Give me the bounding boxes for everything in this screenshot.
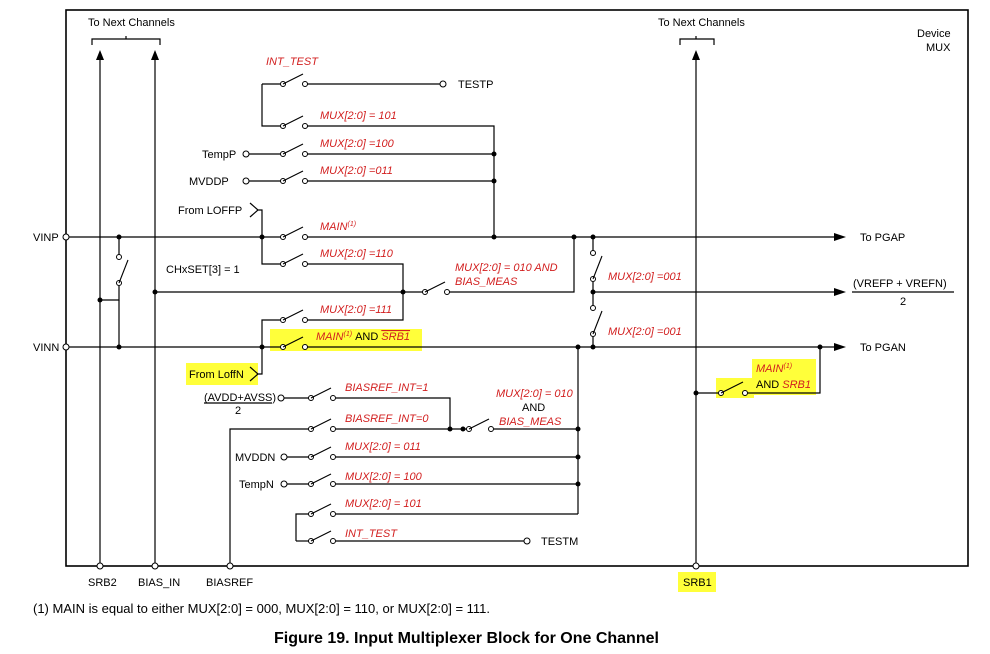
label-mux: MUX [926, 42, 951, 54]
label-testp: TESTP [458, 79, 493, 91]
label-bias-meas: BIAS_MEAS [455, 276, 518, 288]
label-mux010-n: MUX[2:0] = 010 [496, 388, 574, 400]
device-boundary [65, 9, 969, 567]
label-tempn: TempN [239, 479, 274, 491]
label-bias-meas-n: BIAS_MEAS [499, 416, 562, 428]
highlight-srb1-pin [678, 572, 716, 592]
label-mux001-top: MUX[2:0] =001 [608, 271, 682, 283]
label-int-test-n: INT_TEST [345, 528, 398, 540]
label-mux010-and: MUX[2:0] = 010 AND [455, 262, 558, 274]
label-avdd-den: 2 [235, 405, 241, 417]
highlight-main-and-srb1 [270, 329, 422, 351]
footnote: (1) MAIN is equal to either MUX[2:0] = 0… [33, 601, 490, 616]
label-mux100-n: MUX[2:0] = 100 [345, 471, 423, 483]
label-int-test-p: INT_TEST [266, 56, 319, 68]
label-from-loffn: From LoffN [189, 369, 244, 381]
bias-in-pin [151, 562, 159, 570]
srb1-arrow [692, 50, 700, 60]
figure-caption: Figure 19. Input Multiplexer Block for O… [274, 630, 659, 647]
label-mux100-p: MUX[2:0] =100 [320, 138, 395, 150]
label-mux001-bot: MUX[2:0] =001 [608, 326, 682, 338]
highlight-main-srb1-label [752, 359, 816, 395]
label-mux110: MUX[2:0] =110 [320, 248, 394, 260]
srb1-pin [692, 562, 700, 570]
label-next-channels-right: To Next Channels [658, 17, 745, 29]
bias-in-arrow [151, 50, 159, 60]
label-from-loffp: From LOFFP [178, 205, 242, 217]
vinp-pin [62, 233, 70, 241]
testp-terminal [439, 80, 447, 88]
label-testm: TESTM [541, 536, 578, 548]
label-next-channels-left: To Next Channels [88, 17, 175, 29]
label-srb2: SRB2 [88, 577, 117, 589]
label-avdd-avss: (AVDD+AVSS) [204, 392, 276, 404]
label-vref-den: 2 [900, 296, 906, 308]
label-vref: (VREFP + VREFN) [853, 278, 947, 290]
testm-terminal [523, 537, 531, 545]
label-chxset: CHxSET[3] = 1 [166, 264, 240, 276]
label-biasref: BIASREF [206, 577, 253, 589]
label-mux111: MUX[2:0] =111 [320, 304, 392, 316]
label-and-n: AND [522, 402, 545, 414]
label-to-pgap: To PGAP [860, 232, 905, 244]
label-biasref-int1: BIASREF_INT=1 [345, 382, 428, 394]
label-mvddp: MVDDP [189, 176, 229, 188]
label-main-srb1: MAIN(1) [756, 363, 792, 375]
label-to-pgan: To PGAN [860, 342, 906, 354]
label-tempp: TempP [202, 149, 236, 161]
label-bias-in: BIAS_IN [138, 577, 180, 589]
label-mux011-n: MUX[2:0] = 011 [345, 441, 421, 453]
label-vinn: VINN [33, 342, 59, 354]
label-mux011-p: MUX[2:0] =011 [320, 165, 393, 177]
next-channels-brace-left [91, 36, 161, 45]
label-device: Device [917, 28, 951, 40]
srb2-arrow [96, 50, 104, 60]
label-biasref-int0: BIASREF_INT=0 [345, 413, 429, 425]
srb2-pin [96, 562, 104, 570]
label-vinp: VINP [33, 232, 59, 244]
next-channels-brace-right [679, 36, 715, 45]
highlight-from-loffn [186, 363, 258, 385]
label-mux101-p: MUX[2:0] = 101 [320, 110, 397, 122]
label-srb1-pin: SRB1 [683, 577, 712, 589]
vinn-pin [62, 343, 70, 351]
label-main-p: MAIN(1) [320, 221, 356, 233]
biasref-pin [226, 562, 234, 570]
label-mux101-n: MUX[2:0] = 101 [345, 498, 422, 510]
label-mvddn: MVDDN [235, 452, 275, 464]
